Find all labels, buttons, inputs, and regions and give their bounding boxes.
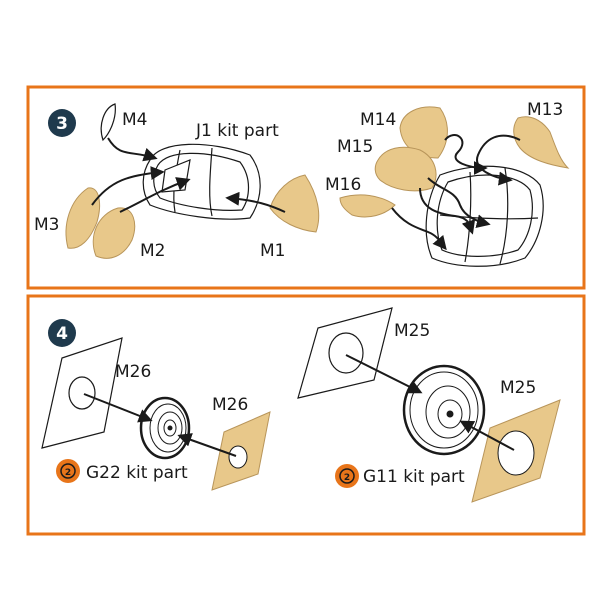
mask-m25-sheet [471, 399, 561, 503]
canopy-j1 [142, 143, 261, 220]
label-m4: M4 [122, 110, 147, 130]
label-m14: M14 [360, 110, 396, 130]
arrow-m25 [459, 420, 515, 451]
arrow-m2 [119, 177, 191, 213]
step-4-arrows-left [83, 393, 237, 457]
wheel-g22 [139, 396, 191, 460]
step-4-number: 4 [56, 324, 68, 344]
svg-text:2: 2 [65, 468, 71, 478]
label-m16: M16 [325, 175, 361, 195]
step-3-panel: 3 [26, 85, 586, 290]
mask-m26-outline-sheet [41, 337, 123, 449]
label-m25-outline: M25 [394, 321, 430, 341]
wheel-g11 [402, 364, 486, 456]
kit-part-icon-g22: 2 [56, 459, 80, 483]
arrow-m1 [225, 191, 286, 213]
step-4-arrows-right [345, 354, 515, 451]
step-3-arrows-right [391, 134, 521, 251]
mask-m3 [65, 187, 101, 249]
arrow-m15b [419, 187, 476, 235]
mask-m15 [374, 146, 437, 192]
arrow-m25-outline [345, 354, 423, 394]
arrow-m26 [177, 433, 237, 457]
label-g11-kit-part: G11 kit part [363, 467, 465, 487]
step-3-arrows-left [91, 137, 286, 213]
label-g22-kit-part: G22 kit part [86, 463, 188, 483]
label-m15: M15 [337, 137, 373, 157]
arrow-m16 [391, 207, 447, 251]
label-m3: M3 [34, 215, 59, 235]
label-m2: M2 [140, 241, 165, 261]
arrow-m15 [427, 177, 491, 229]
arrow-m14 [444, 134, 488, 175]
label-m26-outline: M26 [115, 362, 151, 382]
step-3-number: 3 [56, 114, 68, 134]
step-4-badge: 4 [48, 319, 76, 347]
label-m26: M26 [212, 395, 248, 415]
mask-m25-outline-sheet [297, 307, 393, 399]
step-4-frame [26, 294, 586, 536]
label-m25: M25 [500, 378, 536, 398]
step-3-badge: 3 [48, 109, 76, 137]
mask-m16 [339, 194, 396, 218]
label-j1-kit-part: J1 kit part [195, 121, 279, 141]
arrow-m4 [107, 137, 158, 162]
svg-text:2: 2 [344, 473, 350, 483]
step-4-panel: 4 2 [26, 294, 586, 536]
canopy-right [425, 165, 544, 267]
mask-m4-outline [100, 103, 116, 142]
arrow-m13 [476, 134, 521, 186]
arrow-m26-outline [83, 393, 153, 423]
mask-m1 [269, 174, 320, 233]
kit-part-icon-g11: 2 [335, 464, 359, 488]
label-m1: M1 [260, 241, 285, 261]
arrow-m3 [91, 166, 165, 206]
mask-m2 [92, 207, 136, 259]
label-m13: M13 [527, 100, 563, 120]
